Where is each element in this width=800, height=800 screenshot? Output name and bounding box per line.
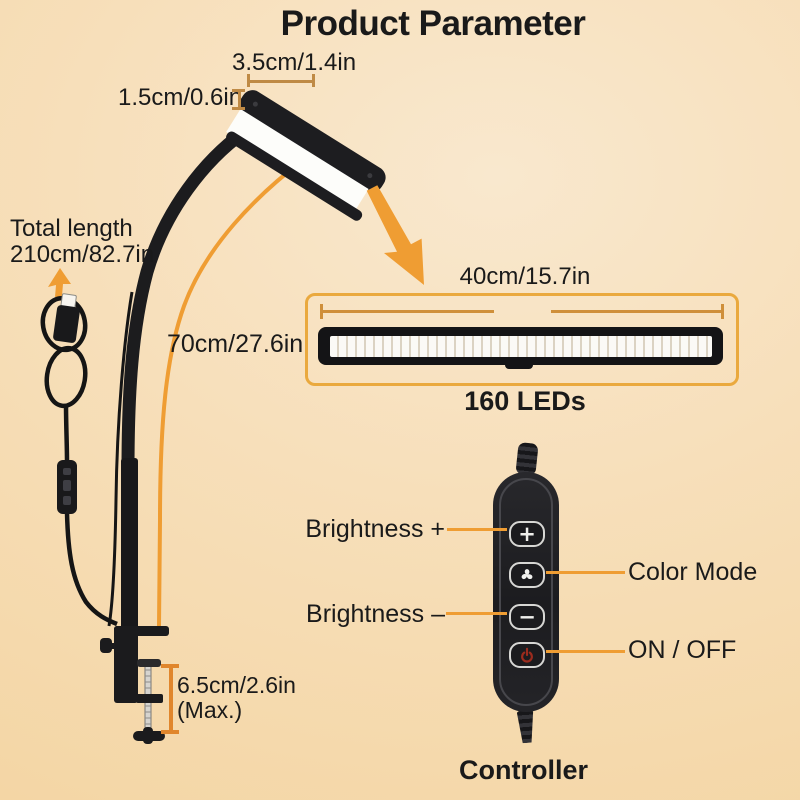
plus-icon: + — [518, 521, 536, 546]
bracket-tick — [161, 730, 179, 734]
bracket-tick — [247, 74, 250, 87]
bracket-tick — [232, 89, 245, 92]
led-dim-tick — [721, 304, 724, 319]
lamp-head — [226, 90, 386, 221]
led-width-label: 40cm/15.7in — [459, 263, 591, 290]
leader-line — [446, 612, 507, 615]
big-arrow-icon — [366, 185, 424, 285]
gooseneck-path — [121, 125, 251, 638]
brightness-down-label: Brightness – — [306, 600, 445, 628]
color-mode-label: Color Mode — [628, 558, 758, 586]
head-thickness-bracket — [238, 91, 241, 110]
minus-icon: − — [518, 604, 536, 629]
pole-dimension-curve — [157, 159, 304, 627]
color-mode-button — [509, 562, 545, 588]
clamp-bracket — [169, 666, 173, 732]
clamp-knob — [100, 638, 112, 653]
led-count-label: 160 LEDs — [464, 386, 586, 416]
total-length-arrow-icon — [48, 268, 71, 297]
clamp-pad — [137, 659, 161, 667]
led-dim-line — [322, 310, 494, 313]
pole-height-label: 70cm/27.6in — [167, 330, 304, 358]
page-title: Product Parameter — [280, 4, 586, 43]
total-length-label: Total length 210cm/82.7in — [10, 216, 154, 268]
screw-dot — [367, 173, 373, 179]
led-box — [305, 293, 739, 386]
controller-body: + − — [493, 472, 559, 712]
bracket-tick — [312, 74, 315, 87]
head-width-label: 3.5cm/1.4in — [232, 49, 357, 76]
leader-line — [447, 528, 507, 531]
led-dim-tick — [320, 304, 323, 319]
on-off-label: ON / OFF — [628, 636, 737, 664]
brightness-down-button: − — [509, 604, 545, 630]
inline-remote — [57, 460, 77, 514]
usb-cable — [40, 291, 134, 627]
clamp-max-label: 6.5cm/2.6in (Max.) — [177, 673, 296, 723]
bracket-tick — [161, 664, 179, 668]
clamp-max-line1: 6.5cm/2.6in — [177, 672, 296, 698]
led-dim-line — [551, 310, 723, 313]
power-icon — [521, 647, 533, 663]
power-button — [509, 642, 545, 668]
fan-icon — [521, 569, 533, 580]
remote-button — [63, 480, 71, 491]
brightness-up-label: Brightness + — [305, 515, 445, 543]
lamp-light-panel — [226, 109, 369, 212]
led-strip-tab — [505, 362, 533, 369]
brightness-up-button: + — [509, 521, 545, 547]
controller-cable-top — [515, 442, 539, 476]
head-width-bracket — [248, 80, 315, 83]
clamp-max-line2: (Max.) — [177, 696, 243, 723]
lower-pole — [121, 458, 138, 632]
clamp — [100, 626, 169, 744]
controller-inner-outline — [499, 478, 553, 706]
head-thickness-label: 1.5cm/0.6in — [118, 84, 243, 111]
leader-line — [546, 650, 625, 653]
remote-button — [63, 468, 71, 475]
led-strip — [318, 327, 723, 369]
controller-caption: Controller — [459, 755, 589, 785]
screw-dot — [252, 101, 258, 107]
leader-line — [546, 571, 625, 574]
remote-button — [63, 496, 71, 505]
led-segments — [330, 336, 712, 357]
total-length-line2: 210cm/82.7in — [10, 240, 155, 268]
bracket-tick — [232, 107, 245, 110]
total-length-line1: Total length — [10, 215, 133, 242]
